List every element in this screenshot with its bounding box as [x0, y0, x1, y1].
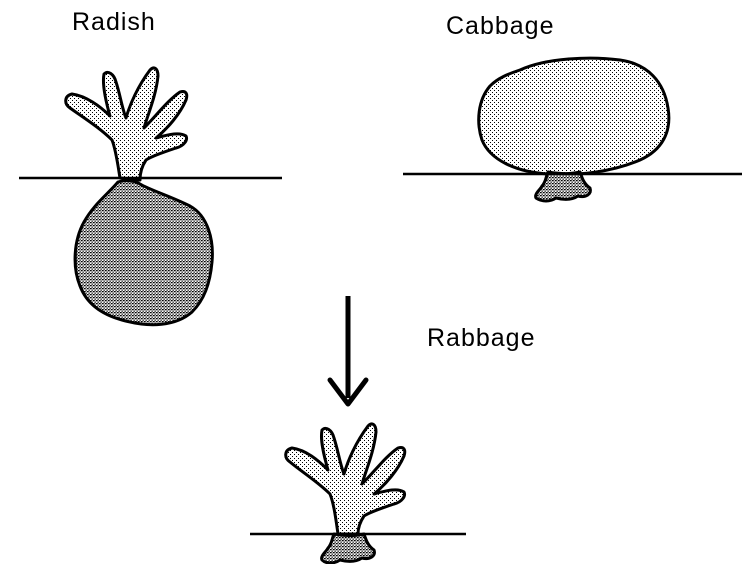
cabbage-head [479, 58, 669, 174]
rabbage-leaves [286, 424, 405, 534]
cabbage-root [536, 172, 591, 201]
cabbage-plant [403, 58, 742, 201]
rabbage-plant [250, 424, 466, 563]
rabbage-root [322, 534, 375, 563]
rabbage-label: Rabbage [427, 324, 535, 352]
radish-root [75, 181, 212, 325]
cabbage-label: Cabbage [446, 12, 554, 40]
radish-leaves [66, 68, 187, 180]
radish-plant [19, 68, 282, 325]
radish-label: Radish [72, 8, 156, 36]
down-arrow-icon [330, 296, 366, 404]
